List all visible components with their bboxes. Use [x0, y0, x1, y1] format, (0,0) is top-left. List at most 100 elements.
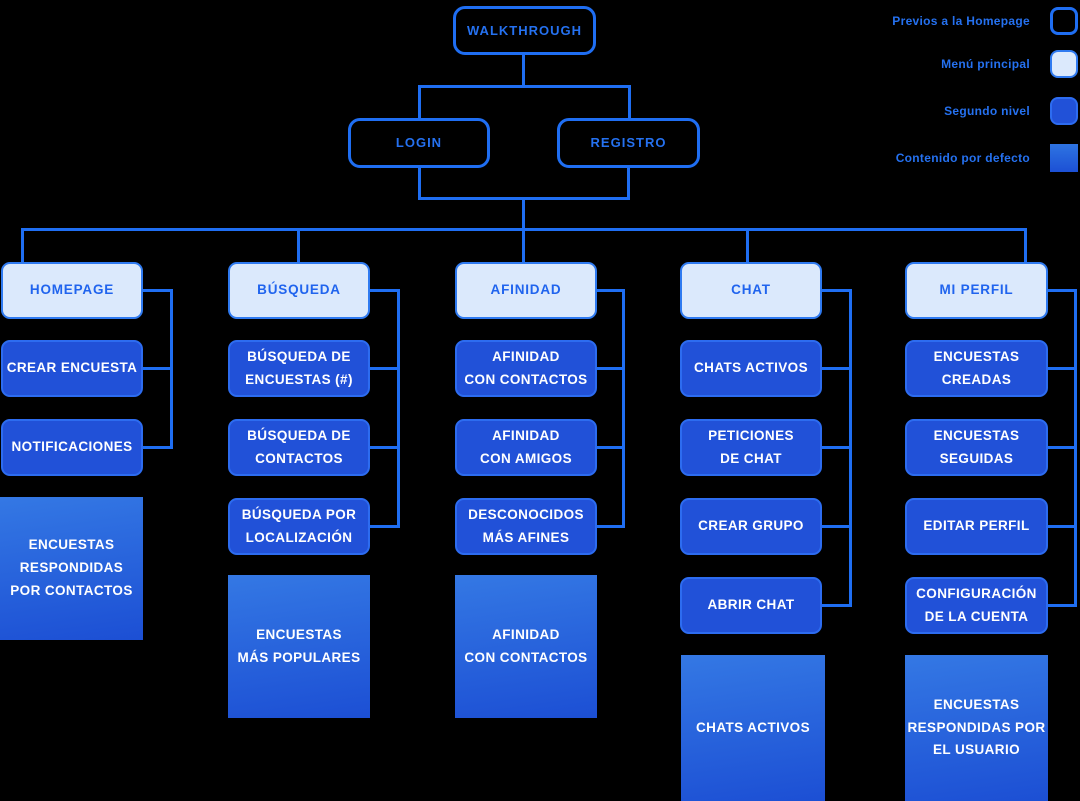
connector-line: [822, 289, 852, 292]
connector-line: [628, 85, 631, 119]
node-abrir-chat: ABRIR CHAT: [680, 577, 822, 634]
connector-line: [597, 446, 625, 449]
node-label: DESCONOCIDOS MÁS AFINES: [468, 506, 584, 545]
node-crear-encuesta: CREAR ENCUESTA: [1, 340, 143, 397]
connector-line: [1047, 289, 1077, 292]
connector-line: [822, 446, 852, 449]
node-encuestas-creadas: ENCUESTAS CREADAS: [905, 340, 1048, 397]
node-label: AFINIDAD: [490, 282, 562, 298]
node-afinidad: AFINIDAD: [455, 262, 597, 319]
node-notificaciones: NOTIFICACIONES: [1, 419, 143, 476]
node-label: ABRIR CHAT: [707, 597, 795, 613]
legend-swatch-light: [1050, 50, 1078, 78]
legend-swatch-outline: [1050, 7, 1078, 35]
legend-item-contenido-defecto: Contenido por defecto: [896, 143, 1078, 173]
node-label: CHAT: [731, 282, 771, 298]
legend-swatch-solid: [1050, 97, 1078, 125]
node-mi-perfil: MI PERFIL: [905, 262, 1048, 319]
connector-line: [522, 55, 525, 88]
connector-line: [397, 289, 400, 528]
node-label: ENCUESTAS CREADAS: [933, 348, 1020, 387]
legend-item-menu-principal: Menú principal: [941, 49, 1078, 79]
connector-line: [418, 85, 421, 119]
legend-label: Previos a la Homepage: [892, 14, 1030, 28]
node-label: ENCUESTAS RESPONDIDAS POR CONTACTOS: [10, 537, 133, 598]
node-label: BÚSQUEDA DE CONTACTOS: [247, 427, 351, 466]
connector-line: [370, 367, 400, 370]
node-label: CHATS ACTIVOS: [694, 360, 808, 376]
connector-line: [370, 525, 400, 528]
connector-line: [627, 167, 630, 200]
connector-line: [746, 228, 749, 263]
legend-label: Menú principal: [941, 57, 1030, 71]
node-label: BÚSQUEDA: [257, 282, 341, 298]
connector-line: [822, 525, 852, 528]
connector-line: [1047, 604, 1077, 607]
connector-line: [622, 289, 625, 528]
node-label: BÚSQUEDA POR LOCALIZACIÓN: [241, 506, 357, 545]
node-peticiones-de-chat: PETICIONES DE CHAT: [680, 419, 822, 476]
node-label: HOMEPAGE: [29, 282, 115, 298]
node-busqueda-por-localizacion: BÚSQUEDA POR LOCALIZACIÓN: [228, 498, 370, 555]
node-chat: CHAT: [680, 262, 822, 319]
connector-line: [143, 446, 173, 449]
node-label: ENCUESTAS SEGUIDAS: [933, 427, 1020, 466]
connector-line: [21, 228, 1027, 231]
connector-line: [143, 289, 173, 292]
connector-line: [1074, 289, 1077, 607]
node-encuestas-seguidas: ENCUESTAS SEGUIDAS: [905, 419, 1048, 476]
connector-line: [1047, 367, 1077, 370]
node-label: CREAR GRUPO: [698, 518, 804, 534]
node-registro: REGISTRO: [557, 118, 700, 168]
node-desconocidos-mas-afines: DESCONOCIDOS MÁS AFINES: [455, 498, 597, 555]
node-busqueda-de-encuestas: BÚSQUEDA DE ENCUESTAS (#): [228, 340, 370, 397]
node-label: WALKTHROUGH: [467, 22, 582, 38]
node-label: CHATS ACTIVOS: [696, 719, 810, 735]
node-afinidad-con-contactos-default: AFINIDAD CON CONTACTOS: [455, 575, 597, 718]
connector-line: [822, 367, 852, 370]
connector-line: [370, 446, 400, 449]
node-label: AFINIDAD CON CONTACTOS: [464, 348, 588, 387]
legend-swatch-gradient: [1050, 144, 1078, 172]
connector-line: [849, 289, 852, 607]
node-busqueda-de-contactos: BÚSQUEDA DE CONTACTOS: [228, 419, 370, 476]
node-label: CREAR ENCUESTA: [6, 360, 138, 376]
connector-line: [822, 604, 852, 607]
connector-line: [370, 289, 400, 292]
node-encuestas-respondidas-por-contactos: ENCUESTAS RESPONDIDAS POR CONTACTOS: [0, 497, 143, 640]
node-login: LOGIN: [348, 118, 490, 168]
node-busqueda: BÚSQUEDA: [228, 262, 370, 319]
node-afinidad-con-amigos: AFINIDAD CON AMIGOS: [455, 419, 597, 476]
connector-line: [597, 367, 625, 370]
legend-label: Segundo nivel: [944, 104, 1030, 118]
connector-line: [597, 289, 625, 292]
connector-line: [1047, 446, 1077, 449]
node-label: AFINIDAD CON CONTACTOS: [464, 626, 588, 665]
legend-item-segundo-nivel: Segundo nivel: [944, 96, 1078, 126]
connector-line: [170, 289, 173, 449]
node-label: AFINIDAD CON AMIGOS: [479, 427, 572, 466]
node-encuestas-respondidas-por-el-usuario: ENCUESTAS RESPONDIDAS POR EL USUARIO: [905, 655, 1048, 801]
node-walkthrough: WALKTHROUGH: [453, 6, 596, 55]
node-label: ENCUESTAS RESPONDIDAS POR EL USUARIO: [907, 696, 1046, 758]
connector-line: [1024, 228, 1027, 263]
node-label: NOTIFICACIONES: [11, 439, 133, 455]
node-label: PETICIONES DE CHAT: [708, 427, 794, 466]
node-label: CONFIGURACIÓN DE LA CUENTA: [916, 585, 1037, 624]
connector-line: [597, 525, 625, 528]
connector-line: [418, 85, 631, 88]
node-label: EDITAR PERFIL: [923, 518, 1030, 534]
node-homepage: HOMEPAGE: [1, 262, 143, 319]
node-encuestas-mas-populares: ENCUESTAS MÁS POPULARES: [228, 575, 370, 718]
node-label: MI PERFIL: [939, 282, 1014, 298]
legend-item-previos-homepage: Previos a la Homepage: [892, 6, 1078, 36]
node-label: REGISTRO: [590, 135, 667, 151]
connector-line: [297, 228, 300, 263]
connector-line: [143, 367, 173, 370]
node-label: ENCUESTAS MÁS POPULARES: [237, 626, 361, 665]
node-label: BÚSQUEDA DE ENCUESTAS (#): [245, 348, 353, 387]
node-chats-activos: CHATS ACTIVOS: [680, 340, 822, 397]
node-afinidad-con-contactos: AFINIDAD CON CONTACTOS: [455, 340, 597, 397]
node-chats-activos-default: CHATS ACTIVOS: [681, 655, 825, 801]
